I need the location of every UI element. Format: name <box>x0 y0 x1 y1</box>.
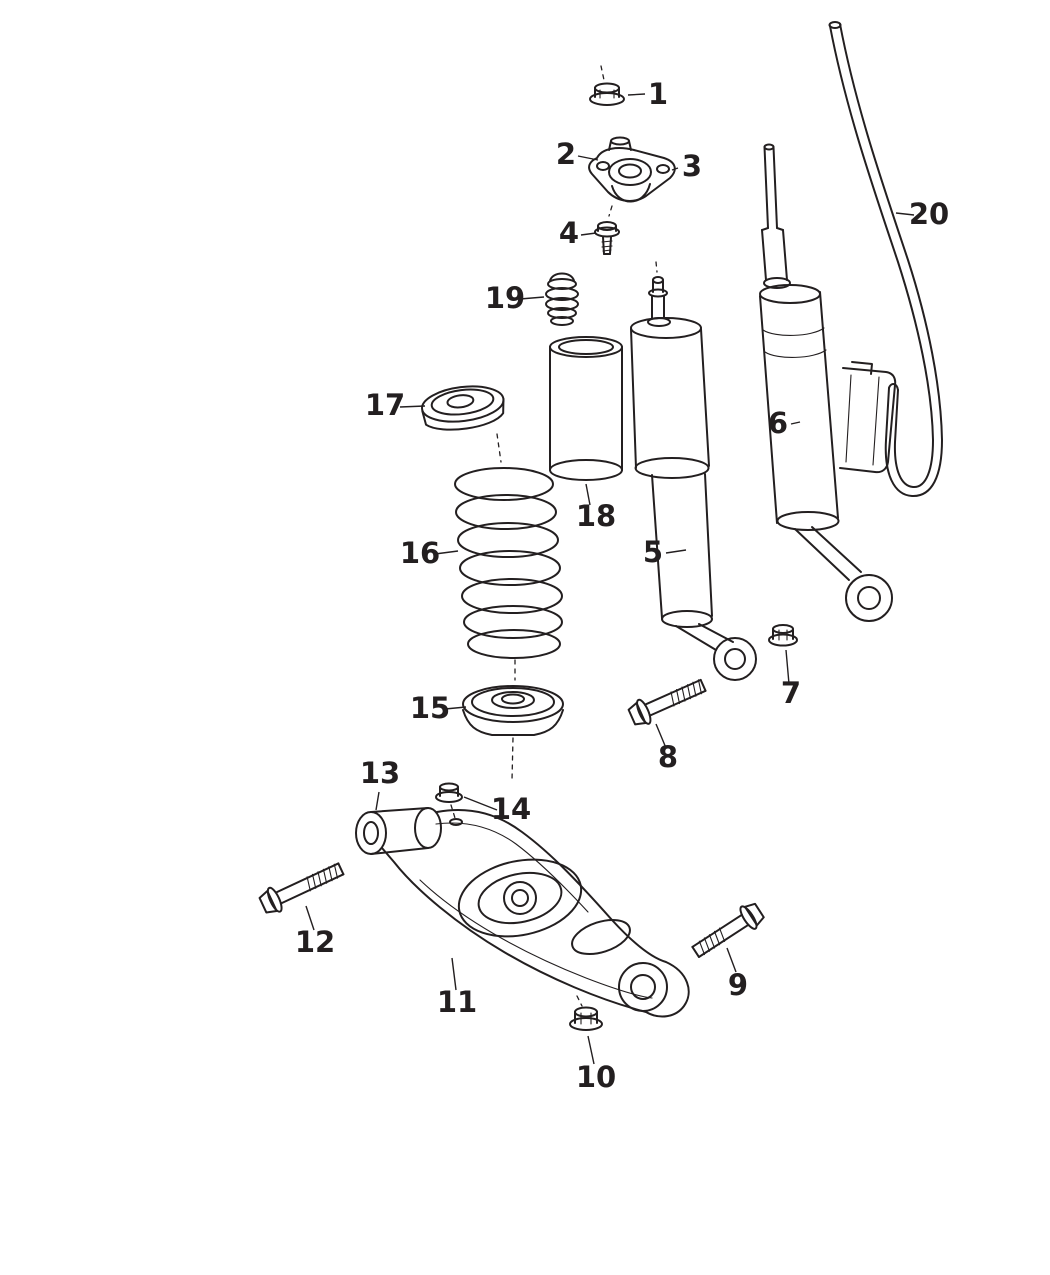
part-9-bolt <box>691 902 765 958</box>
leader-9 <box>726 947 737 973</box>
leader-10 <box>587 1035 595 1065</box>
leader-3 <box>671 167 679 171</box>
leader-16 <box>434 550 459 555</box>
part-10-flange-nut <box>569 995 603 1031</box>
callout-labels: 1 2 3 4 5 6 7 8 9 10 11 12 13 14 15 16 1… <box>295 77 949 1094</box>
part-19-jounce-bumper <box>545 272 579 326</box>
part-17-spring-isolator <box>421 385 505 431</box>
part-8-bolt <box>627 678 707 726</box>
callout-14-label: 14 <box>491 792 531 826</box>
leader-5 <box>665 549 687 554</box>
callout-20-label: 20 <box>909 197 949 231</box>
part-11-lower-control-arm <box>355 807 690 1018</box>
callout-4-label: 4 <box>559 216 579 250</box>
leader-19 <box>519 296 545 300</box>
part-7-nut <box>768 624 798 647</box>
leader-8 <box>655 723 667 749</box>
leader-lines <box>305 93 915 1065</box>
callout-12-label: 12 <box>295 925 335 959</box>
callout-7-label: 7 <box>781 676 801 710</box>
callout-5-label: 5 <box>643 535 663 569</box>
centerline-15-arm <box>511 659 516 781</box>
callout-6-label: 6 <box>768 406 788 440</box>
leader-1 <box>627 93 646 96</box>
leader-11 <box>451 957 457 991</box>
part-15-lower-isolator <box>462 685 564 736</box>
part-5-shock-absorber <box>630 261 757 681</box>
callout-15-label: 15 <box>410 691 450 725</box>
callout-18-label: 18 <box>576 499 616 533</box>
callout-11-label: 11 <box>437 985 477 1019</box>
callout-10-label: 10 <box>576 1060 616 1094</box>
leader-20 <box>895 212 915 216</box>
part-12-bolt <box>258 862 345 914</box>
part-1-flange-nut <box>589 65 625 106</box>
centerline-17-16 <box>496 433 502 463</box>
leader-12 <box>305 905 315 931</box>
callout-13-label: 13 <box>360 756 400 790</box>
part-2-3-upper-mount <box>588 136 676 203</box>
leader-7 <box>785 649 790 685</box>
leader-17 <box>399 405 426 408</box>
part-6-strut <box>759 143 897 622</box>
leader-6 <box>790 421 801 425</box>
part-18-dust-boot <box>549 336 623 481</box>
callout-2-label: 2 <box>556 137 576 171</box>
leader-4 <box>580 232 597 236</box>
leader-13 <box>375 791 380 811</box>
callout-17-label: 17 <box>365 388 405 422</box>
leader-2 <box>577 155 599 161</box>
part-16-coil-spring <box>454 467 563 659</box>
part-14-nut <box>435 782 463 819</box>
callout-1-label: 1 <box>648 77 668 111</box>
part-20-link-rod <box>828 21 943 498</box>
callout-9-label: 9 <box>728 968 748 1002</box>
leader-18 <box>585 483 591 506</box>
diagram-art <box>258 21 943 1031</box>
leader-15 <box>444 706 467 710</box>
callout-16-label: 16 <box>400 536 440 570</box>
callout-8-label: 8 <box>658 740 678 774</box>
leader-14 <box>463 796 498 811</box>
callout-19-label: 19 <box>485 281 525 315</box>
part-4-screw <box>594 205 620 255</box>
callout-3-label: 3 <box>682 149 702 183</box>
